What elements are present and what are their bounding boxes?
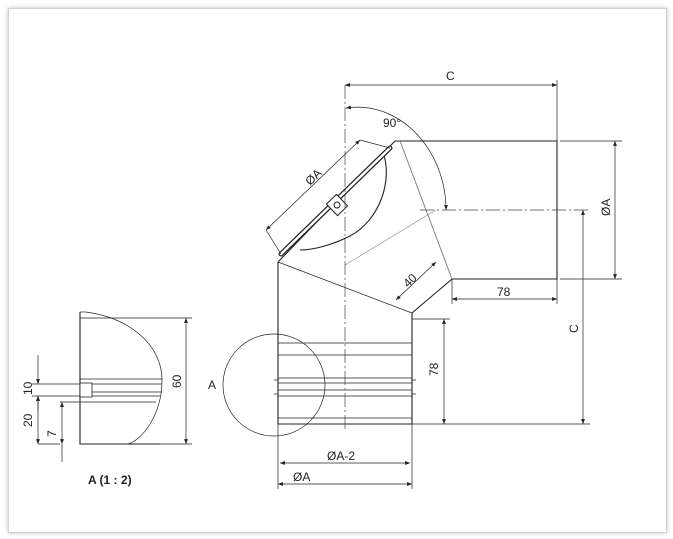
angle-dimension: 90° [345, 105, 448, 211]
detail-title: A (1 : 2) [88, 473, 132, 487]
angle-label: 90° [383, 116, 401, 130]
detail-marker: A [208, 333, 326, 437]
dimension-c-vertical-label: C [567, 324, 581, 333]
dimension-78-vertical: 78 [412, 318, 450, 424]
dimension-78-vertical-label: 78 [427, 362, 441, 376]
dimension-bottom: ØA-2 ØA [277, 424, 413, 489]
dimension-c-top-label: C [446, 69, 455, 83]
detail-dim-7-label: 7 [45, 430, 59, 437]
dimension-78-horizontal-label: 78 [497, 285, 511, 299]
detail-dim-10-label: 10 [21, 381, 35, 395]
detail-marker-label: A [208, 378, 216, 392]
dimension-diameter-a-diagonal: ØA [265, 139, 391, 255]
diameter-a-right-label: ØA [599, 199, 613, 216]
detail-dim-60-label: 60 [170, 374, 184, 388]
diameter-a-minus-2-label: ØA-2 [327, 449, 355, 463]
dimension-78-horizontal: 78 [451, 279, 558, 304]
detail-dim-20-label: 20 [21, 413, 35, 427]
diameter-a-diagonal-label: ØA [302, 166, 324, 188]
dimension-40: 40 [395, 261, 437, 301]
dimension-c-vertical: C [412, 210, 590, 425]
dimension-diameter-a-right: ØA [560, 140, 622, 280]
dimension-c-top: C [345, 69, 558, 141]
detail-view: 60 10 20 7 A (1 : 2) [21, 311, 192, 487]
diameter-a-bottom-label: ØA [293, 470, 310, 484]
dimension-40-label: 40 [400, 271, 420, 291]
